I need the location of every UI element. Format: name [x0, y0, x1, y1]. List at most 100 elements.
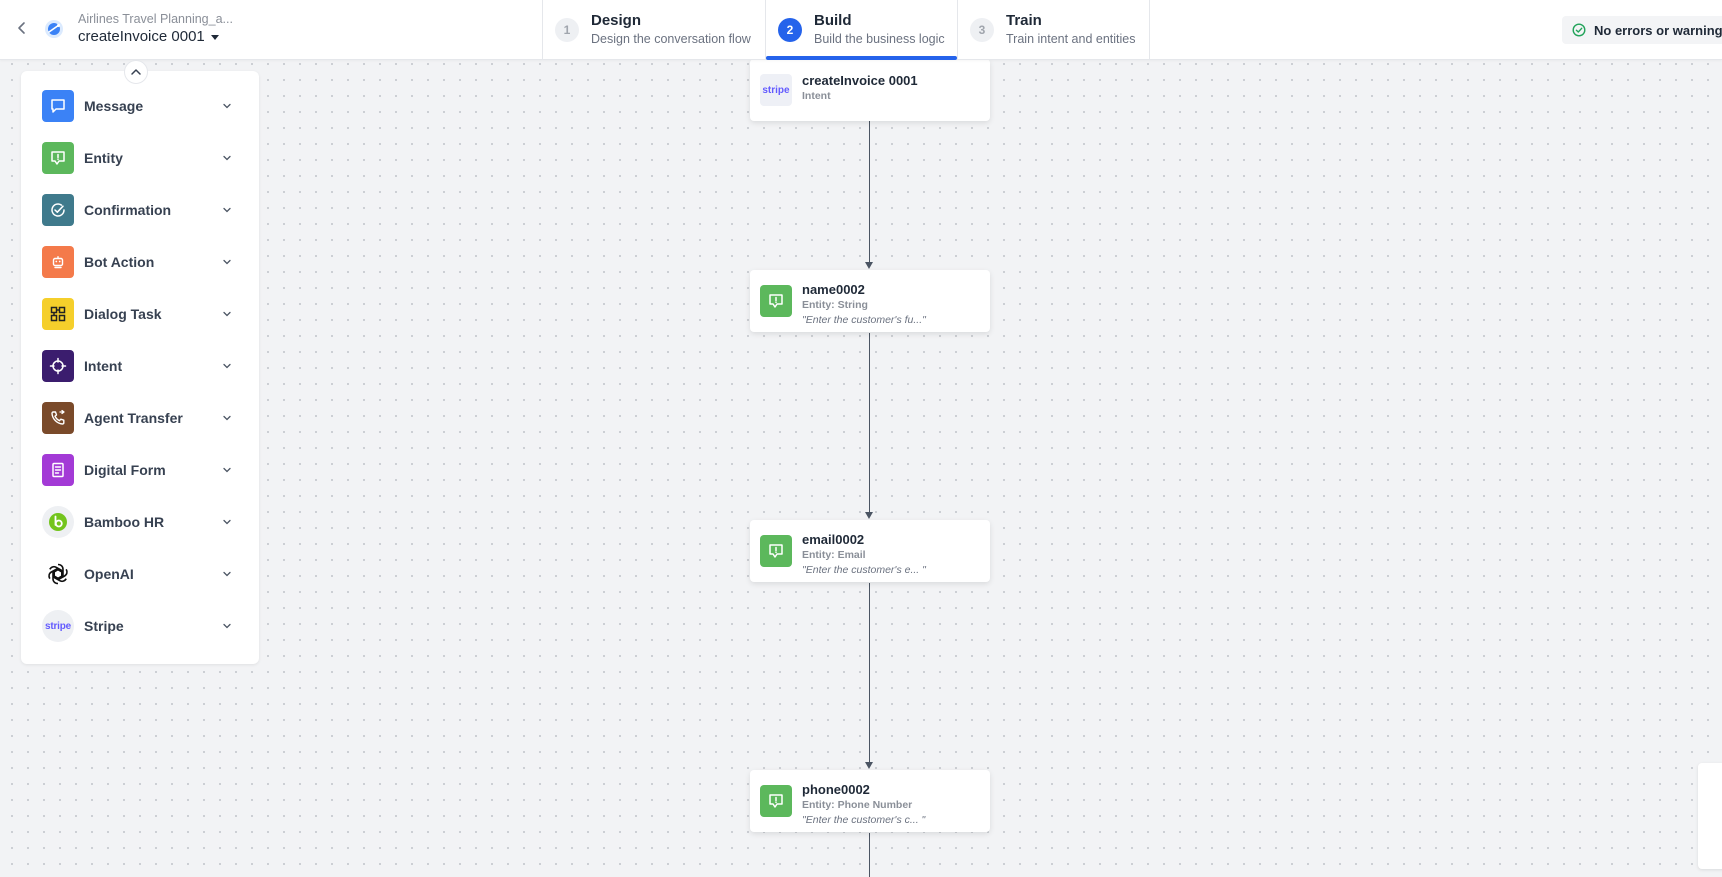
node-title: name0002 [802, 282, 865, 297]
chevron-down-icon [221, 620, 233, 632]
stripe-icon: stripe [42, 610, 74, 642]
flow-node-intent[interactable]: stripe createInvoice 0001 Intent [750, 59, 990, 121]
intent-icon [42, 350, 74, 382]
palette-item-label: Stripe [84, 618, 124, 634]
step-subtitle: Train intent and entities [1006, 31, 1136, 46]
palette-item-label: Digital Form [84, 462, 166, 478]
chevron-down-icon [221, 360, 233, 372]
entity-icon [760, 285, 792, 317]
palette-item-label: Entity [84, 150, 123, 166]
palette-item-label: Confirmation [84, 202, 172, 218]
step-number: 2 [778, 17, 802, 42]
step-number: 1 [555, 17, 579, 42]
node-type: Entity: Phone Number [802, 799, 913, 811]
node-prompt: "Enter the customer's c... " [802, 814, 926, 826]
node-prompt: "Enter the customer's fu..." [802, 314, 926, 326]
palette-item-confirmation[interactable]: Confirmation [21, 190, 259, 230]
flow-connector [869, 583, 870, 765]
chevron-down-icon [221, 568, 233, 580]
node-palette: Message Entity Confirmation Bot Action D… [21, 71, 259, 664]
chevron-down-icon [221, 100, 233, 112]
palette-item-dialog-task[interactable]: Dialog Task [21, 294, 259, 334]
palette-item-openai[interactable]: OpenAI [21, 554, 259, 594]
palette-item-label: Agent Transfer [84, 410, 183, 426]
node-title: phone0002 [802, 782, 870, 797]
chevron-down-icon [221, 464, 233, 476]
flow-connector [869, 333, 870, 515]
chevron-down-icon [221, 256, 233, 268]
dialog-task-icon [42, 298, 74, 330]
confirmation-icon [42, 194, 74, 226]
node-title: createInvoice 0001 [802, 73, 918, 88]
step-title: Train [1006, 11, 1042, 29]
stripe-logo-text: stripe [44, 620, 72, 632]
palette-item-bot-action[interactable]: Bot Action [21, 242, 259, 282]
palette-item-message[interactable]: Message [21, 86, 259, 126]
openai-icon [42, 558, 74, 590]
bamboo-hr-icon [42, 506, 74, 538]
top-header: Airlines Travel Planning_a... createInvo… [0, 0, 1722, 60]
side-panel-handle[interactable] [1698, 763, 1722, 869]
back-button[interactable] [12, 18, 32, 38]
caret-down-icon [210, 35, 219, 40]
palette-item-stripe[interactable]: stripe Stripe [21, 606, 259, 646]
arrow-head-icon [865, 512, 873, 519]
chevron-down-icon [221, 516, 233, 528]
digital-form-icon [42, 454, 74, 486]
app-logo-icon [44, 19, 64, 39]
chevron-left-icon [18, 22, 25, 34]
message-icon [42, 90, 74, 122]
app-name: Airlines Travel Planning_a... [78, 12, 233, 26]
flow-connector [869, 121, 870, 265]
palette-item-label: Intent [84, 358, 123, 374]
stepper: 1 Design Design the conversation flow 2 … [542, 0, 1150, 60]
arrow-head-icon [865, 762, 873, 769]
step-subtitle: Build the business logic [814, 31, 945, 46]
stripe-logo-text: stripe [762, 84, 790, 96]
arrow-head-icon [865, 262, 873, 269]
chevron-down-icon [221, 412, 233, 424]
entity-icon [760, 535, 792, 567]
step-build[interactable]: 2 Build Build the business logic [765, 0, 957, 60]
palette-item-label: Message [84, 98, 144, 114]
flow-node-entity[interactable]: name0002 Entity: String "Enter the custo… [750, 270, 990, 332]
step-number: 3 [970, 17, 994, 42]
validation-status[interactable]: No errors or warnings [1562, 16, 1722, 44]
task-selector[interactable]: createInvoice 0001 [78, 28, 219, 45]
step-train[interactable]: 3 Train Train intent and entities [957, 0, 1150, 59]
node-type: Intent [802, 90, 831, 102]
status-text: No errors or warnings [1594, 22, 1722, 38]
entity-icon [42, 142, 74, 174]
node-title: email0002 [802, 532, 865, 547]
chevron-down-icon [221, 204, 233, 216]
step-design[interactable]: 1 Design Design the conversation flow [542, 0, 765, 59]
chevron-up-icon [131, 69, 141, 75]
node-prompt: "Enter the customer's e... " [802, 564, 926, 576]
collapse-panel-button[interactable] [124, 60, 148, 84]
palette-item-entity[interactable]: Entity [21, 138, 259, 178]
flow-node-entity[interactable]: phone0002 Entity: Phone Number "Enter th… [750, 770, 990, 832]
step-subtitle: Design the conversation flow [591, 31, 751, 46]
step-title: Build [814, 11, 852, 29]
palette-item-bamboo-hr[interactable]: Bamboo HR [21, 502, 259, 542]
task-name: createInvoice 0001 [78, 28, 205, 45]
palette-item-label: Bot Action [84, 254, 155, 270]
palette-item-label: OpenAI [84, 566, 134, 582]
flow-node-entity[interactable]: email0002 Entity: Email "Enter the custo… [750, 520, 990, 582]
chevron-down-icon [221, 308, 233, 320]
stripe-icon: stripe [760, 74, 792, 106]
node-type: Entity: String [802, 299, 868, 311]
chevron-down-icon [221, 152, 233, 164]
palette-item-label: Dialog Task [84, 306, 162, 322]
palette-item-digital-form[interactable]: Digital Form [21, 450, 259, 490]
palette-item-label: Bamboo HR [84, 514, 165, 530]
node-type: Entity: Email [802, 549, 866, 561]
step-title: Design [591, 11, 642, 29]
palette-item-agent-transfer[interactable]: Agent Transfer [21, 398, 259, 438]
check-circle-icon [1572, 23, 1586, 37]
agent-transfer-icon [42, 402, 74, 434]
entity-icon [760, 785, 792, 817]
bot-action-icon [42, 246, 74, 278]
flow-connector [869, 833, 870, 877]
palette-item-intent[interactable]: Intent [21, 346, 259, 386]
